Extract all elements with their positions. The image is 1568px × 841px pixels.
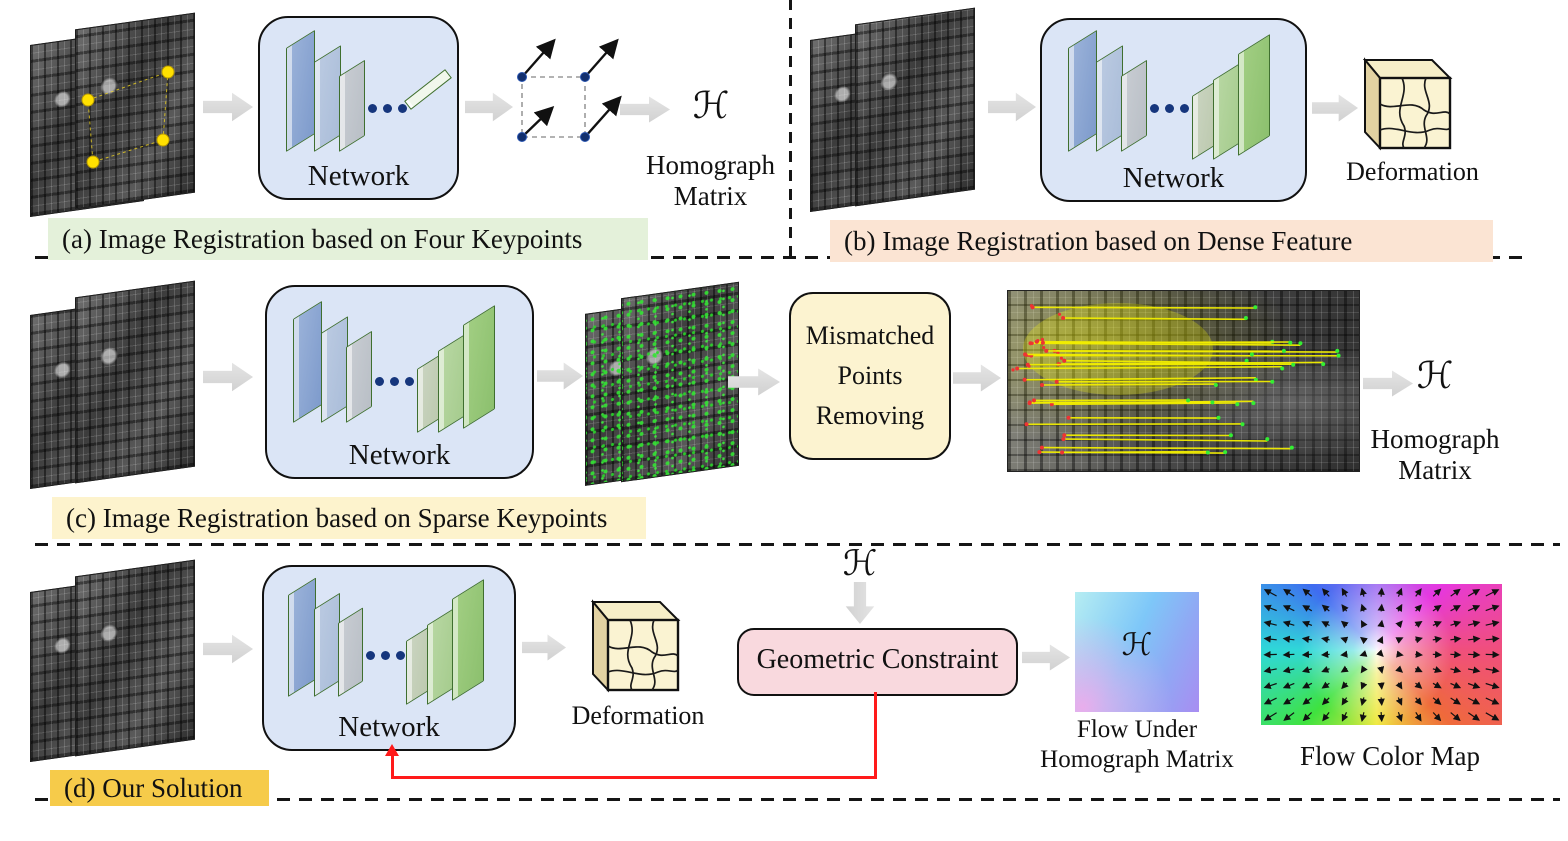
panel-a: Network ℋ Homograph Matrix (a) Image Reg…	[0, 0, 789, 260]
cnn-layer	[438, 334, 464, 433]
cnn-layer	[452, 579, 484, 701]
divider-horizontal-2	[35, 543, 1560, 546]
deformation-cube	[1362, 57, 1453, 151]
homograph-symbol: ℋ	[692, 84, 730, 127]
flow-under-homograph-image	[1075, 592, 1199, 712]
flow-vectors-overlay	[1263, 587, 1500, 723]
network-label: Network	[1122, 162, 1225, 194]
network-box: Network	[258, 16, 459, 200]
flow-under-line: Homograph Matrix	[1040, 746, 1234, 773]
satellite-image-front	[75, 280, 195, 484]
deformation-label: Deformation	[571, 701, 705, 730]
mismatched-line: Mismatched	[805, 321, 935, 350]
divider-horizontal-3	[35, 798, 1560, 801]
cnn-layer	[288, 577, 316, 697]
matched-keypoints-image	[1007, 290, 1360, 472]
ellipsis-dots-icon	[1150, 104, 1189, 113]
fc-layer	[404, 69, 452, 110]
panel-b: Network Deformation (b) Image Registrati…	[789, 0, 1568, 262]
flow-arrow-icon	[522, 634, 566, 661]
caption-d: (d) Our Solution	[50, 770, 269, 806]
geometric-constraint-box: Geometric Constraint	[737, 628, 1018, 696]
cnn-layer	[1121, 59, 1147, 152]
keypoint-image-pair	[585, 281, 745, 496]
ellipsis-dots-icon	[368, 104, 407, 113]
flow-arrow-icon	[1022, 644, 1070, 671]
network-box: Network	[262, 565, 516, 751]
feedback-line-vertical-right	[874, 692, 877, 778]
cnn-layer	[293, 300, 322, 423]
cnn-layer	[314, 592, 340, 697]
deformation-label: Deformation	[1346, 157, 1479, 186]
cnn-layer	[286, 29, 315, 153]
feedback-line-vertical-left	[391, 753, 394, 778]
mismatched-points-box: Mismatched Points Removing	[789, 292, 951, 460]
cnn-layer	[321, 316, 348, 423]
satellite-image-front	[855, 7, 975, 207]
cnn-layer	[1068, 29, 1097, 153]
cnn-layer	[338, 607, 363, 697]
caption-a: (a) Image Registration based on Four Key…	[48, 218, 648, 260]
matrix-line: Matrix	[673, 181, 748, 211]
caption-b: (b) Image Registration based on Dense Fe…	[830, 220, 1493, 262]
flow-color-map-label: Flow Color Map	[1299, 741, 1480, 771]
cnn-layer	[1238, 34, 1270, 156]
divider-vertical	[789, 0, 792, 257]
input-image-pair	[30, 559, 215, 767]
homograph-input-symbol: ℋ	[842, 544, 878, 584]
homograph-line: Homograph	[646, 150, 775, 180]
flow-arrow-icon	[988, 92, 1036, 122]
keypoint-image-front	[621, 281, 739, 483]
matrix-line: Matrix	[1398, 455, 1472, 485]
network-label: Network	[338, 711, 440, 743]
homograph-matrix-label: Homograph Matrix	[1360, 424, 1510, 486]
satellite-image-front	[75, 559, 195, 757]
flow-homograph-symbol: ℋ	[1121, 627, 1153, 663]
flow-arrow-icon	[537, 362, 583, 390]
deformation-cube	[590, 599, 681, 693]
ellipsis-dots-icon	[375, 377, 414, 386]
cnn-layer	[339, 59, 365, 152]
homograph-matrix-label: Homograph Matrix	[633, 150, 788, 212]
network-box: Network	[1040, 18, 1307, 202]
flow-color-map	[1261, 584, 1502, 725]
network-box: Network	[265, 285, 534, 479]
cnn-layer	[427, 608, 453, 705]
flow-under-line: Flow Under	[1076, 716, 1198, 743]
homograph-line: Homograph	[1370, 424, 1500, 454]
input-image-pair	[30, 12, 215, 225]
ellipsis-dots-icon	[366, 651, 405, 660]
cnn-layer	[1096, 45, 1123, 152]
flow-arrow-down-icon	[843, 582, 877, 624]
yellow-keypoints-overlay	[81, 65, 175, 169]
network-label: Network	[307, 160, 410, 192]
cnn-layer	[314, 45, 341, 152]
mismatched-line: Points	[837, 361, 903, 390]
feedback-line-horizontal	[391, 776, 877, 779]
flow-arrow-icon	[953, 364, 1001, 392]
flow-arrow-icon	[1312, 94, 1358, 122]
divider-horizontal-1	[35, 256, 1525, 259]
panel-c: Network Mismatched Points Removing ℋ Hom…	[0, 256, 1568, 543]
input-image-pair	[30, 280, 215, 498]
caption-c: (c) Image Registration based on Sparse K…	[52, 497, 646, 539]
homograph-symbol: ℋ	[1416, 354, 1454, 397]
cnn-layer	[346, 330, 372, 423]
flow-under-label: Flow Under Homograph Matrix	[1027, 715, 1247, 775]
input-image-pair	[810, 7, 995, 220]
four-keypoints-diagram	[517, 38, 622, 142]
match-lines-overlay	[1011, 303, 1341, 455]
cnn-layer	[463, 305, 495, 429]
mismatched-line: Removing	[815, 401, 925, 430]
feedback-arrowhead-icon	[385, 744, 399, 756]
network-label: Network	[348, 439, 451, 471]
panel-d: Network Deformation ℋ Geometric Constrai…	[0, 543, 1568, 806]
cnn-layer	[1213, 63, 1239, 160]
